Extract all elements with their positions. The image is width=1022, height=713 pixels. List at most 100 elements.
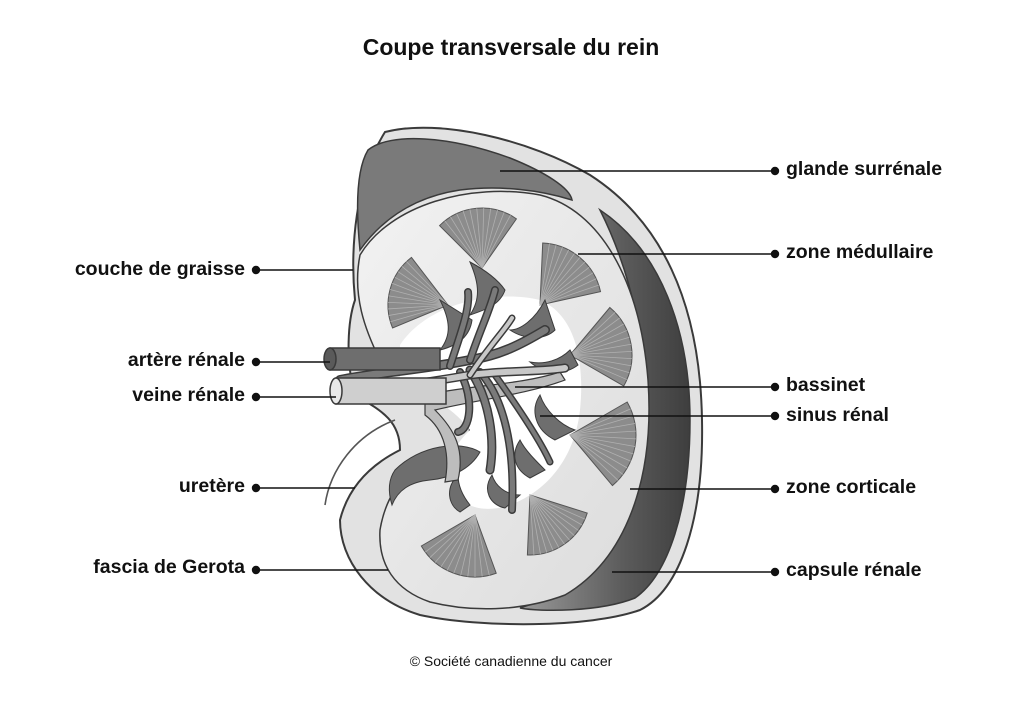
pyramid-striation (388, 304, 449, 316)
pyramid-striation (391, 282, 449, 306)
calyces (438, 260, 579, 513)
pyramid-striation (481, 214, 511, 269)
pyramid-striation (406, 261, 449, 306)
pyramid-striation (539, 249, 569, 306)
pyramid-striation (529, 494, 541, 555)
pyramid-striation (539, 253, 575, 306)
pyramid-striation (569, 350, 632, 356)
pyramid-striation (401, 266, 449, 306)
pyramid-striation (456, 213, 483, 269)
medullary-pyramid (569, 306, 633, 387)
pyramid-striation (469, 209, 483, 269)
pyramid-striation (569, 434, 636, 440)
label-sinus-renal: sinus rénal (786, 404, 889, 426)
pyramid-striation (569, 408, 631, 436)
pyramid-striation (539, 257, 581, 306)
pyramid-striation (388, 295, 449, 306)
renal-pelvis (424, 371, 566, 483)
pyramid-striation (569, 415, 634, 436)
leader-couche-de-graisse-dot (251, 265, 261, 275)
pyramid-striation (481, 208, 485, 269)
pyramid-striation (446, 514, 476, 571)
pyramid-striation (569, 354, 630, 374)
pyramid-striation (539, 284, 599, 306)
pyramid-striation (529, 494, 583, 526)
pyramid-striation (529, 494, 535, 555)
pyramid-striation (529, 494, 586, 520)
pyramid-striation (569, 336, 630, 356)
pyramid-striation (569, 354, 632, 367)
pyramid-striation (569, 434, 624, 475)
leader-zone-medullaire-dot (770, 249, 780, 259)
pyramid-striation (569, 434, 636, 447)
pyramid-striation (481, 212, 505, 269)
pyramid-striation (529, 494, 560, 548)
leader-uretere-dot (251, 483, 261, 493)
label-veine-renale: veine rénale (132, 384, 245, 406)
leader-veine-renale-dot (251, 392, 261, 402)
pyramid-striation (539, 278, 597, 306)
label-zone-medullaire: zone médullaire (786, 241, 934, 263)
pyramid-striation (569, 354, 632, 360)
pyramid-striation (394, 276, 449, 306)
medullary-pyramids (387, 207, 637, 578)
leader-capsule-renale-dot (770, 567, 780, 577)
pyramid-striation (539, 245, 557, 306)
pyramid-striation (569, 323, 624, 356)
pyramid-striation (450, 216, 483, 269)
pyramid-striation (460, 514, 476, 576)
label-fascia-de-gerota: fascia de Gerota (93, 556, 245, 578)
pyramid-striation (453, 514, 476, 574)
pyramid-striation (569, 330, 628, 356)
leader-sinus-renal-dot (770, 411, 780, 421)
pyramid-striation (388, 304, 449, 310)
pyramid-striation (569, 354, 628, 380)
label-uretere: uretère (178, 475, 245, 497)
pyramid-striation (390, 304, 449, 323)
pyramid-striation (569, 423, 636, 436)
pyramid-striation (569, 312, 616, 356)
pyramid-striation (539, 247, 563, 306)
pyramid-striation (539, 261, 586, 306)
pyramid-striation (569, 343, 632, 356)
pyramid-striation (467, 514, 476, 577)
diagram-title: Coupe transversale du rein (362, 34, 660, 60)
leader-fascia-de-gerota-dot (251, 565, 261, 575)
pyramid-striation (569, 434, 634, 455)
pyramid-striation (462, 210, 483, 269)
medullary-pyramid (569, 401, 637, 487)
pyramid-striation (529, 494, 548, 553)
pyramid-striation (569, 430, 636, 436)
pyramid-striation (529, 494, 579, 531)
pyramid-striation (529, 494, 570, 541)
pyramid-striation (569, 434, 628, 469)
label-artere-renale: artère rénale (127, 349, 245, 371)
leader-glande-surrenale-dot (770, 166, 780, 176)
leader-zone-corticale-dot (770, 484, 780, 494)
pyramid-striation (539, 272, 594, 306)
label-capsule-renale: capsule rénale (786, 559, 922, 581)
label-couche-de-graisse: couche de graisse (74, 258, 245, 280)
pyramid-striation (569, 317, 620, 356)
label-bassinet: bassinet (786, 374, 866, 396)
ureter (324, 419, 396, 506)
pyramid-striation (389, 289, 449, 306)
leader-artere-renale-dot (251, 357, 261, 367)
pyramid-striation (539, 266, 590, 306)
medullary-pyramid (420, 514, 497, 578)
renal-sinus (400, 296, 582, 509)
label-zone-corticale: zone corticale (786, 476, 917, 498)
pyramid-striation (444, 220, 483, 269)
pyramid-striation (476, 208, 483, 269)
pyramid-striation (529, 494, 565, 545)
pyramid-striation (434, 514, 476, 563)
pyramid-striation (388, 301, 449, 306)
pyramid-striation (474, 514, 483, 577)
pyramid-striation (529, 494, 554, 551)
pyramid-striation (569, 434, 619, 481)
adrenal-gland (356, 137, 573, 253)
pyramid-striation (481, 208, 492, 269)
pyramid-striation (539, 243, 550, 306)
leader-bassinet-dot (770, 382, 780, 392)
